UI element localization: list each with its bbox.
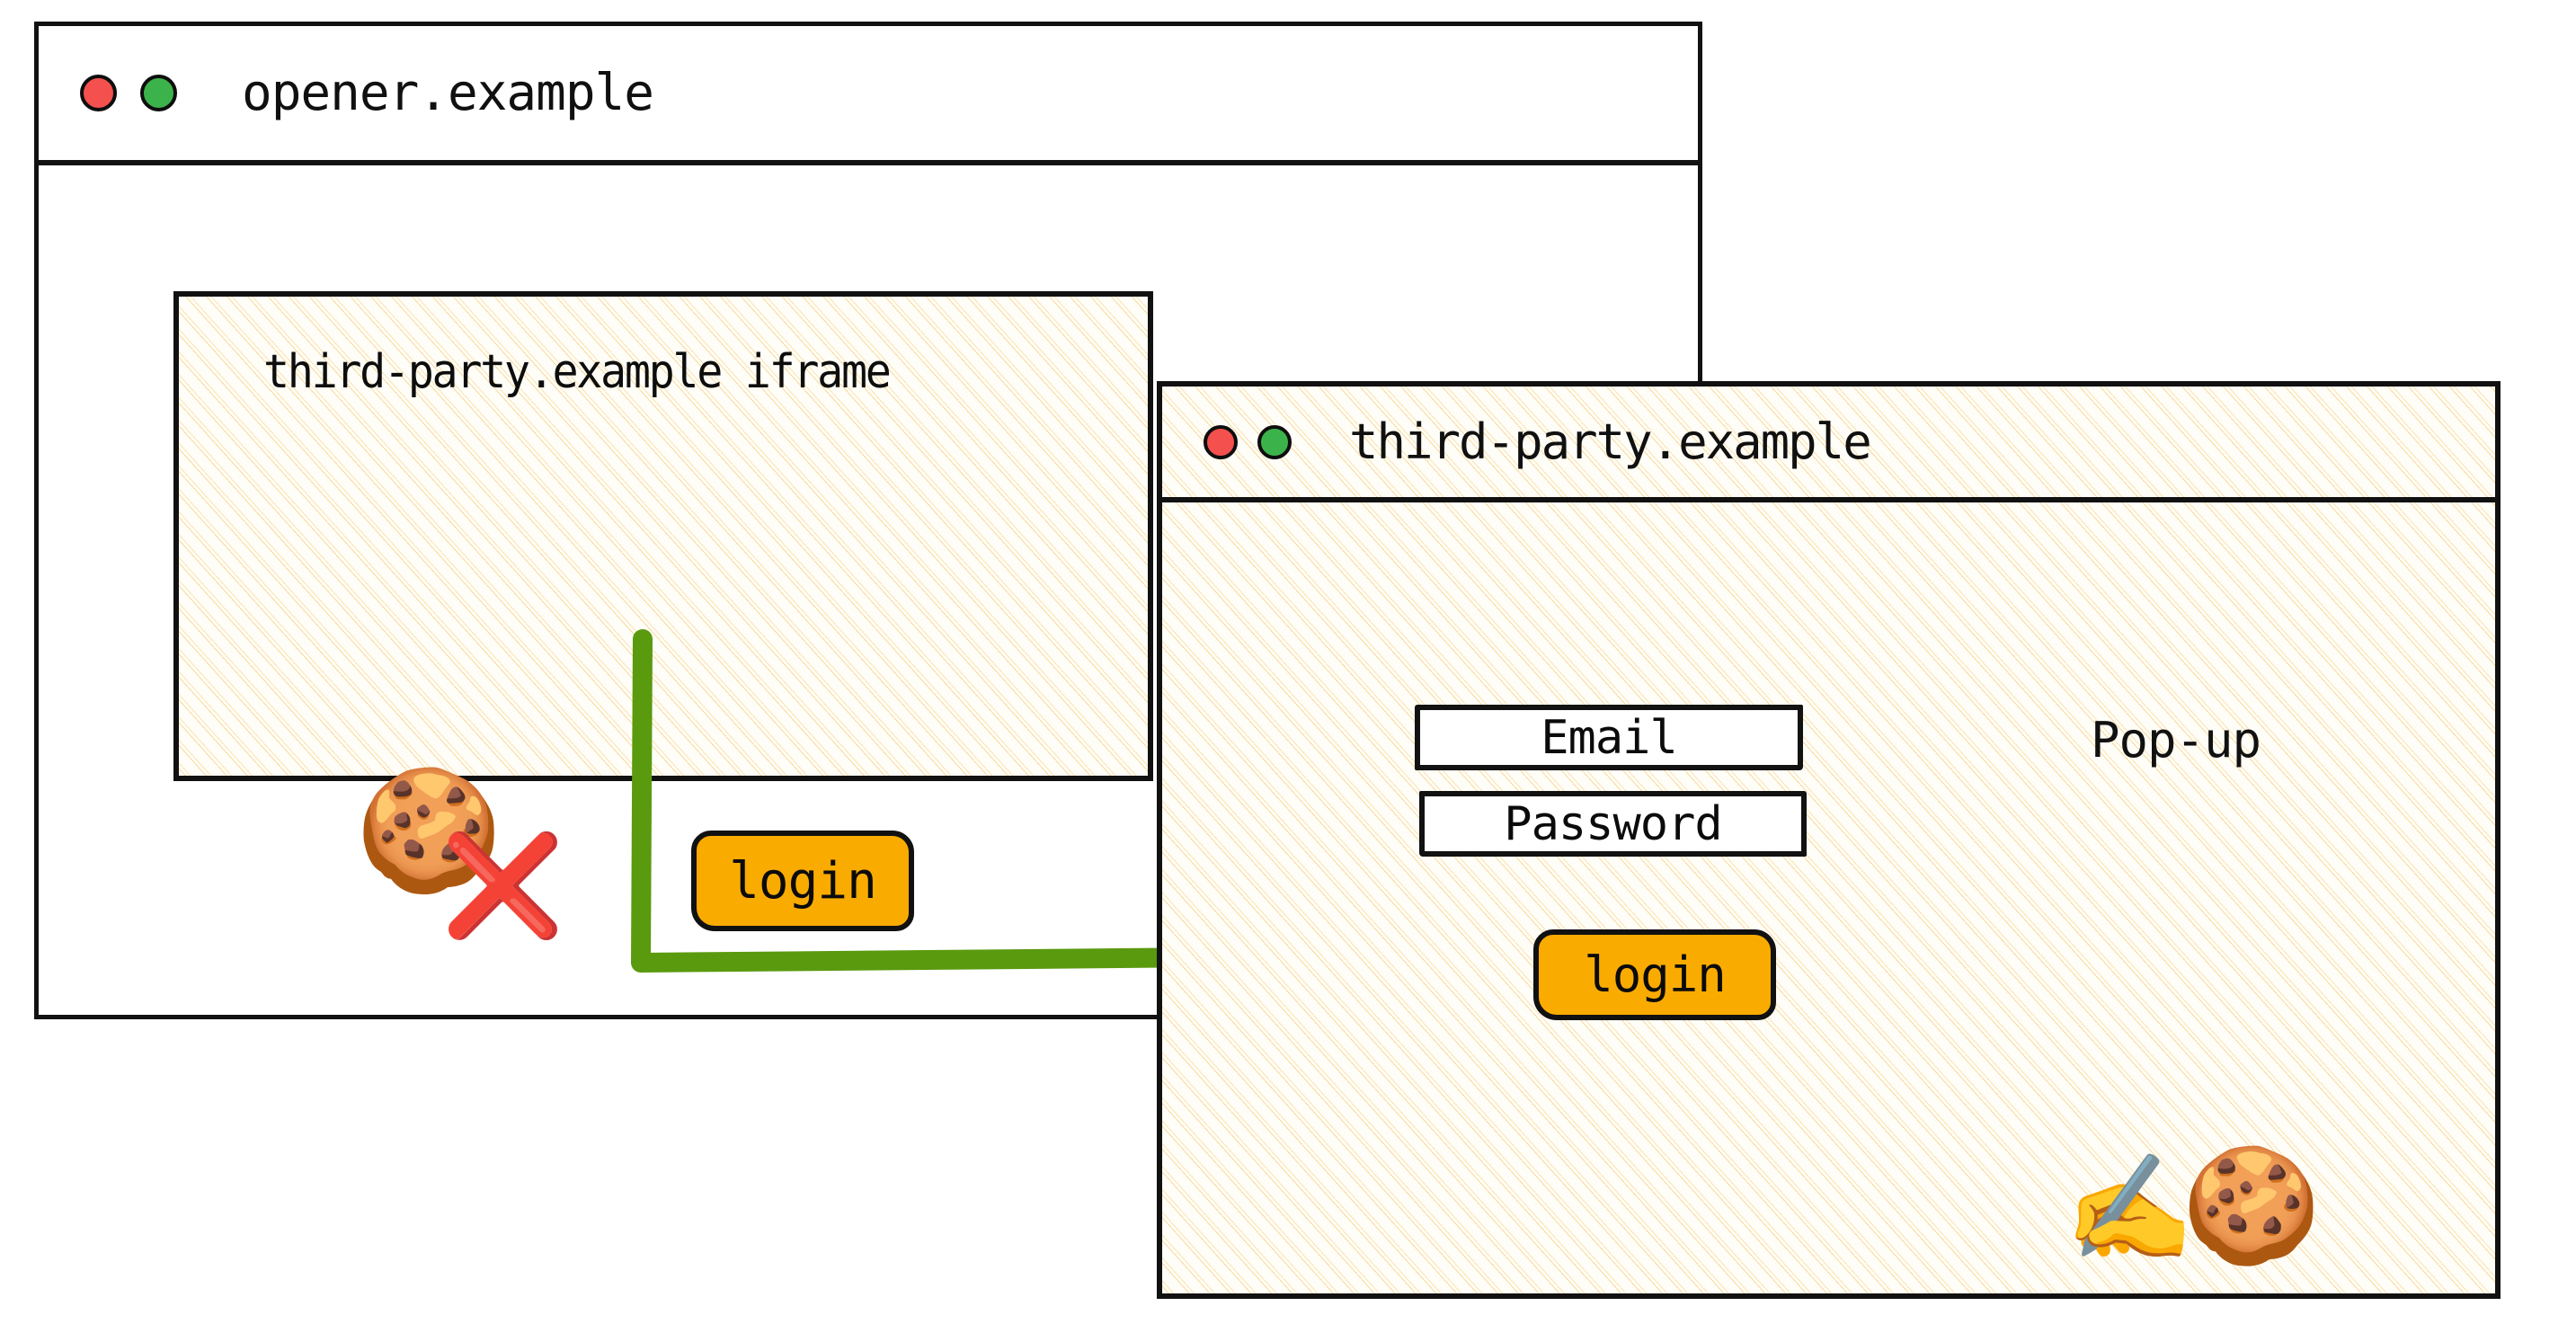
opener-window-title: opener.example	[242, 64, 654, 122]
maximize-window-icon[interactable]	[1257, 424, 1292, 459]
opener-title-bar: opener.example	[39, 26, 1698, 165]
maximize-window-icon[interactable]	[140, 75, 177, 111]
cookie-icon: 🍪	[355, 761, 503, 900]
popup-title-bar: third-party.example	[1162, 387, 2495, 502]
close-window-icon[interactable]	[80, 75, 117, 111]
cookie-icon: 🍪	[2181, 1141, 2322, 1271]
third-party-iframe: third-party.example iframe 🍪 ❌ login	[173, 291, 1153, 935]
email-field[interactable]: Email	[1415, 705, 1803, 770]
iframe-title-label: third-party.example iframe	[263, 345, 892, 399]
blocked-cookie-group: 🍪 ❌	[355, 761, 564, 942]
popup-annotation-label: Pop-up	[2091, 712, 2261, 769]
close-window-icon[interactable]	[1204, 424, 1238, 459]
cross-mark-icon: ❌	[441, 828, 564, 943]
password-field[interactable]: Password	[1419, 791, 1807, 857]
opener-traffic-lights	[80, 75, 177, 111]
writing-hand-icon: ✍️	[2065, 1148, 2195, 1269]
iframe-login-button[interactable]: login	[691, 831, 914, 931]
popup-traffic-lights	[1204, 424, 1292, 459]
sign-in-cookie-group: ✍️ 🍪	[2065, 1150, 2334, 1275]
popup-window-title: third-party.example	[1349, 413, 1872, 470]
popup-browser-window: third-party.example Email Password login…	[1157, 381, 2500, 1299]
popup-login-button[interactable]: login	[1533, 929, 1776, 1020]
